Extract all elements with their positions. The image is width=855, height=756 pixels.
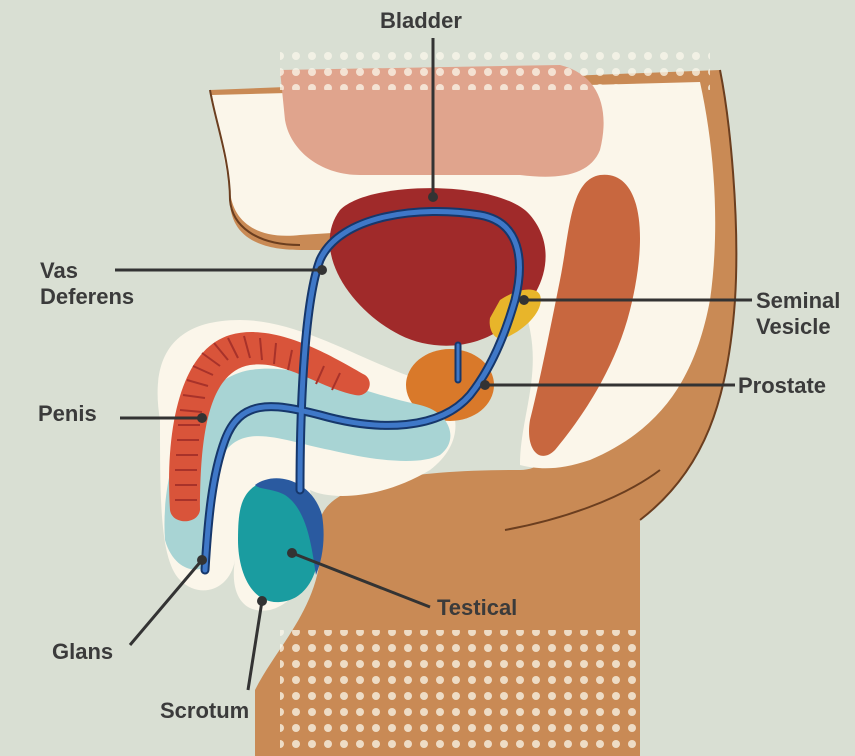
label-seminal-vesicle-line1: Seminal bbox=[756, 288, 840, 314]
vas-deferens-point bbox=[317, 265, 327, 275]
label-prostate-text: Prostate bbox=[738, 373, 826, 399]
scrotum-point bbox=[257, 596, 267, 606]
label-penis-text: Penis bbox=[38, 401, 97, 427]
label-testical: Testical bbox=[437, 595, 517, 621]
label-bladder-text: Bladder bbox=[380, 8, 462, 34]
label-prostate: Prostate bbox=[738, 373, 826, 399]
label-scrotum-text: Scrotum bbox=[160, 698, 249, 724]
label-scrotum: Scrotum bbox=[160, 698, 249, 724]
label-penis: Penis bbox=[38, 401, 97, 427]
prostate-point bbox=[480, 380, 490, 390]
label-glans: Glans bbox=[52, 639, 113, 665]
label-testical-text: Testical bbox=[437, 595, 517, 621]
glans-point bbox=[197, 555, 207, 565]
label-glans-text: Glans bbox=[52, 639, 113, 665]
seminal-vesicle-point bbox=[519, 295, 529, 305]
label-bladder: Bladder bbox=[380, 8, 462, 34]
bladder-point bbox=[428, 192, 438, 202]
label-seminal-vesicle-line2: Vesicle bbox=[756, 314, 840, 340]
label-vas-deferens-line1: Vas bbox=[40, 258, 134, 284]
label-vas-deferens: Vas Deferens bbox=[40, 258, 134, 310]
label-vas-deferens-line2: Deferens bbox=[40, 284, 134, 310]
penis-point bbox=[197, 413, 207, 423]
label-seminal-vesicle: Seminal Vesicle bbox=[756, 288, 840, 340]
texture-bottom bbox=[280, 630, 640, 756]
texture-top bbox=[280, 50, 710, 90]
testical-point bbox=[287, 548, 297, 558]
